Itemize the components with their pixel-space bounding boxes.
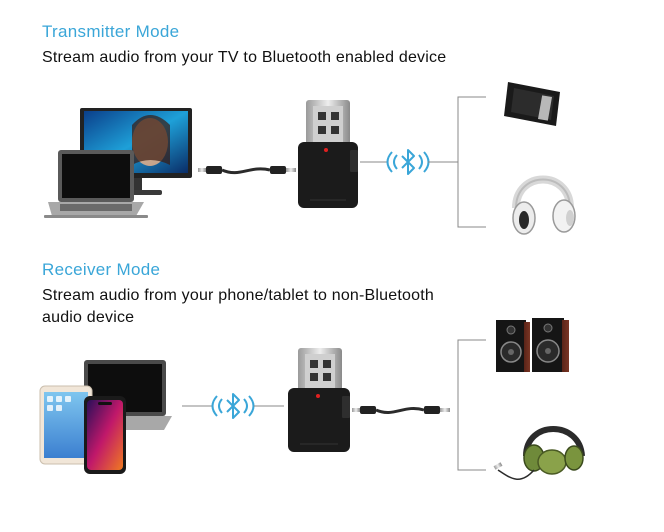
tablet-icon bbox=[39, 385, 93, 465]
transmitter-description: Stream audio from your TV to Bluetooth e… bbox=[42, 49, 447, 66]
bluetooth-dongle-icon bbox=[298, 100, 358, 208]
tv-monitor-icon bbox=[80, 108, 192, 195]
bracket-top bbox=[457, 96, 486, 228]
headphones-icon bbox=[512, 175, 576, 235]
receiver-aux-cable-icon bbox=[352, 406, 450, 415]
receiver-bluetooth-signal-icon bbox=[211, 393, 255, 419]
wired-headphones-icon bbox=[493, 426, 585, 480]
bluetooth-speaker-icon bbox=[504, 82, 560, 126]
bookshelf-speakers-icon bbox=[496, 318, 569, 372]
receiver-bluetooth-dongle-icon bbox=[288, 348, 350, 452]
receiver-description-line-1: Stream audio from your phone/tablet to n… bbox=[42, 287, 434, 304]
bluetooth-signal-icon bbox=[386, 149, 430, 175]
receiver-title: Receiver Mode bbox=[42, 260, 161, 279]
smartphone-icon bbox=[84, 396, 126, 474]
receiver-description-line-2: audio device bbox=[42, 309, 135, 326]
receiver-description: Stream audio from your phone/tablet to n… bbox=[42, 285, 434, 329]
laptop-icon bbox=[44, 150, 148, 218]
aux-cable-icon bbox=[198, 166, 296, 175]
bracket-bottom bbox=[457, 339, 486, 471]
transmitter-title: Transmitter Mode bbox=[42, 22, 180, 41]
